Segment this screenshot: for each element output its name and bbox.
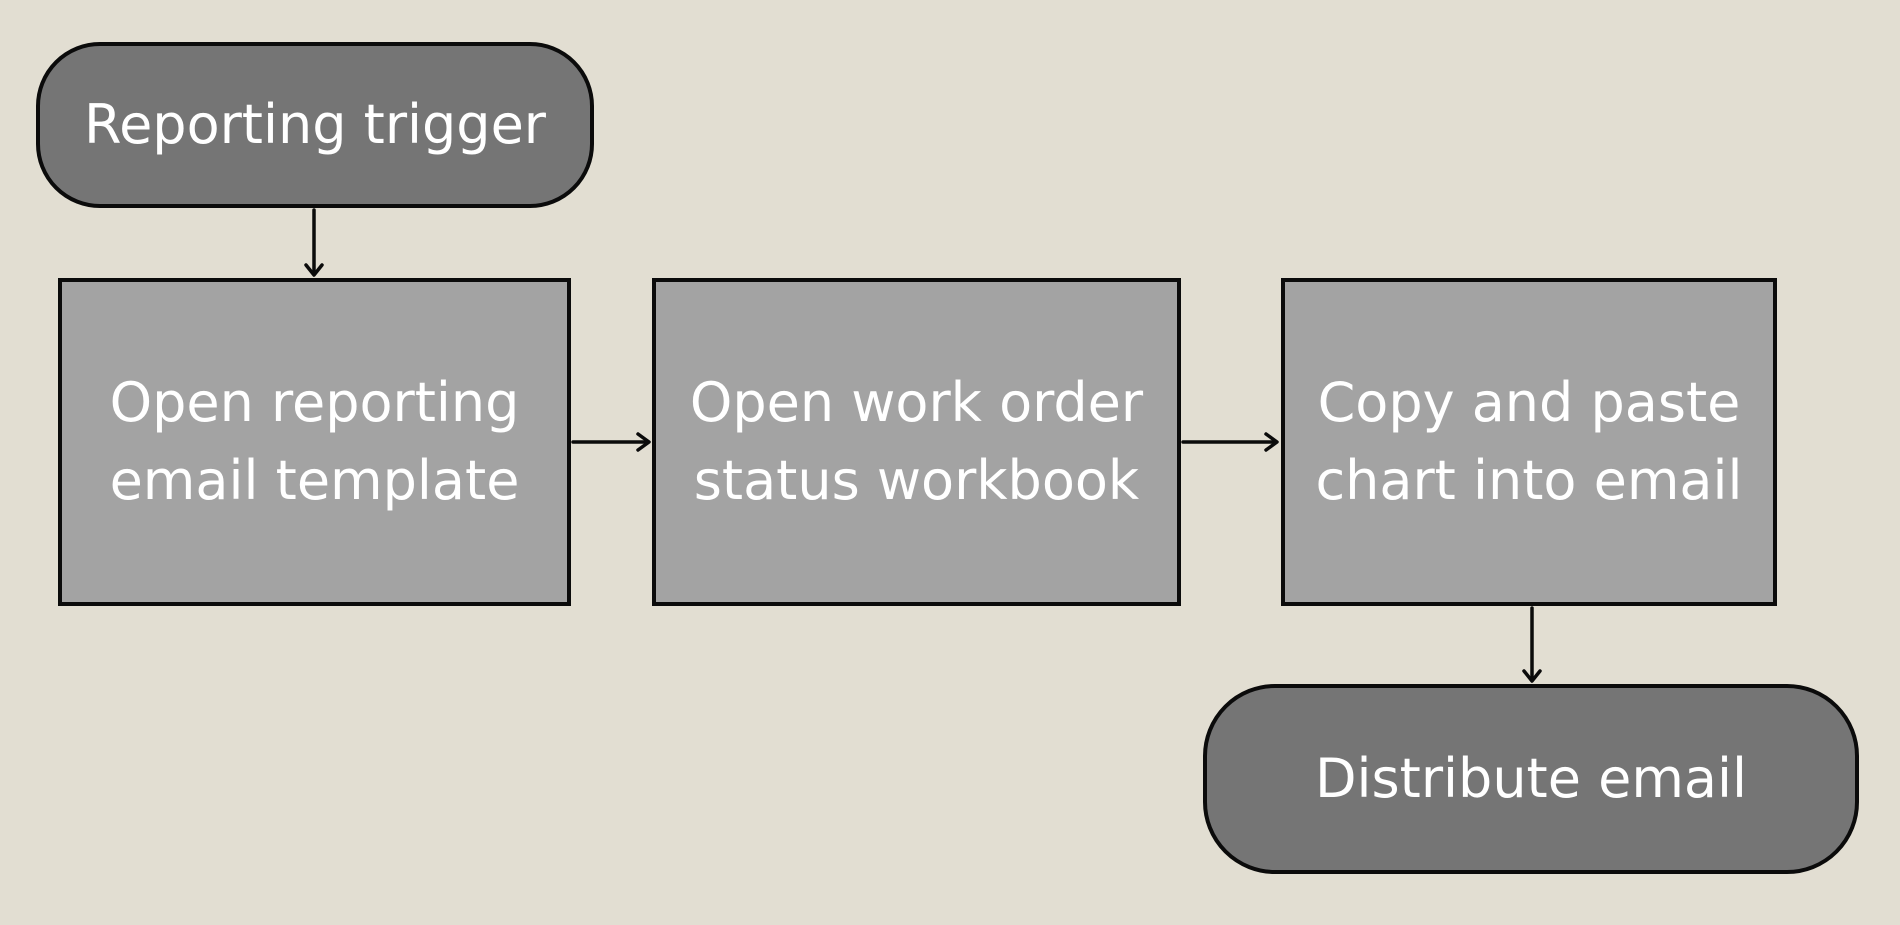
end-node-label: Distribute email bbox=[1314, 746, 1748, 810]
process-node-open-workbook-line-1: Open work order bbox=[689, 370, 1144, 434]
start-node-label: Reporting trigger bbox=[83, 92, 547, 156]
arrow-step1-to-step2 bbox=[571, 432, 651, 452]
process-node-copy-chart-line-2: chart into email bbox=[1315, 449, 1743, 512]
process-node-open-workbook: Open work order status workbook bbox=[652, 278, 1181, 606]
start-terminal-node: Reporting trigger bbox=[36, 42, 594, 208]
end-terminal-node: Distribute email bbox=[1203, 684, 1859, 874]
process-node-open-template-line-2: email template bbox=[109, 449, 520, 512]
process-node-copy-chart-line-1: Copy and paste bbox=[1317, 370, 1741, 434]
arrow-start-to-step1 bbox=[304, 208, 324, 277]
arrow-step3-to-end bbox=[1522, 606, 1542, 683]
process-node-open-template: Open reporting email template bbox=[58, 278, 571, 606]
process-node-open-workbook-line-2: status workbook bbox=[693, 449, 1140, 512]
process-node-open-template-line-1: Open reporting bbox=[109, 370, 520, 434]
process-node-copy-chart: Copy and paste chart into email bbox=[1281, 278, 1777, 606]
arrow-step2-to-step3 bbox=[1181, 432, 1279, 452]
